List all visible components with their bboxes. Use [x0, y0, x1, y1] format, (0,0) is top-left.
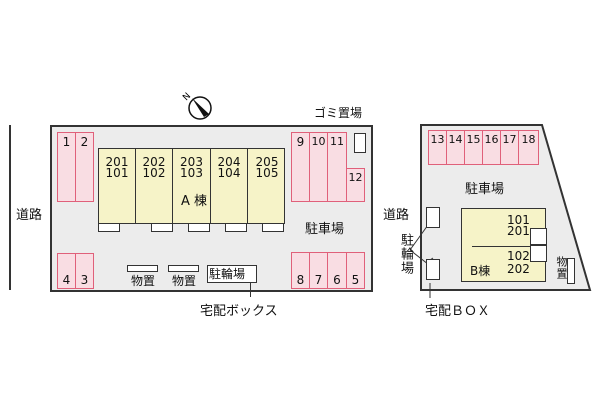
parking-space: 16 [482, 130, 501, 165]
storage-label: 物置 [555, 256, 568, 280]
bicycle-parking [426, 259, 440, 280]
parking-space: 18 [518, 130, 539, 165]
delivery-pointer-line [250, 282, 251, 297]
unit-number: 101 [507, 213, 530, 227]
storage-shed [168, 265, 199, 272]
compass-n-label: N [181, 91, 193, 103]
storage-label: 物置 [172, 274, 197, 288]
parking-space: 3 [75, 253, 94, 289]
balcony [530, 228, 547, 245]
balcony [262, 223, 284, 232]
garbage-area [354, 133, 366, 153]
road-label-left: 道路 [16, 208, 43, 223]
balcony [225, 223, 247, 232]
unit-number: 103 [180, 166, 203, 180]
garbage-label: ゴミ置場 [314, 106, 363, 120]
parking-space: 12 [346, 168, 365, 202]
bicycle-parking-label: 駐輪場 [209, 267, 246, 281]
parking-space: 15 [464, 130, 483, 165]
unit-number: 201 [105, 155, 129, 169]
unit-number: 104 [217, 166, 241, 180]
unit-number: 205 [255, 155, 279, 169]
unit-number: 102 [142, 166, 166, 180]
balcony [98, 223, 120, 232]
unit-number: 204 [217, 155, 241, 169]
parking-space: 2 [75, 132, 94, 202]
unit-number: 202 [142, 155, 166, 169]
balcony [151, 223, 173, 232]
unit-number: 102 [507, 249, 530, 263]
unit-number: 105 [255, 166, 279, 180]
unit-number: 101 [105, 166, 129, 180]
balcony [530, 245, 547, 262]
building-divider [472, 246, 546, 247]
parking-lot-label: 駐車場 [465, 182, 505, 197]
parking-space: 5 [346, 252, 365, 289]
road-label-right: 道路 [383, 208, 410, 223]
parking-space: 14 [446, 130, 465, 165]
unit-number: 202 [507, 262, 530, 276]
storage-label: 物置 [131, 274, 156, 288]
storage-shed [127, 265, 158, 272]
balcony [188, 223, 210, 232]
building-a-label: A 棟 [181, 194, 208, 209]
road-line-left [9, 125, 11, 290]
storage-shed [567, 258, 575, 284]
delivery-box-label: 宅配ＢＯＸ [425, 304, 491, 319]
bicycle-parking-label: 駐輪場 [398, 233, 413, 275]
unit-number: 201 [507, 224, 530, 238]
north-compass-icon: N [180, 88, 216, 124]
parking-space: 17 [500, 130, 519, 165]
building-b-label: B棟 [470, 264, 491, 278]
parking-lot-label: 駐車場 [305, 222, 345, 237]
bicycle-parking [426, 207, 440, 228]
parking-space: 11 [327, 132, 347, 202]
parking-space: 13 [428, 130, 447, 165]
unit-number: 203 [180, 155, 203, 169]
bicycle-parking [207, 265, 257, 283]
delivery-box-label: 宅配ボックス [200, 304, 278, 319]
